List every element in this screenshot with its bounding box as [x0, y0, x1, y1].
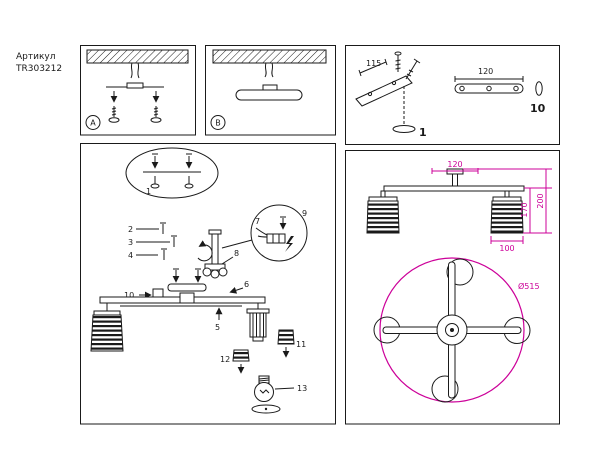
article-code: TR303212 — [15, 64, 62, 74]
panel-b: B — [205, 45, 336, 136]
rotate-arrow-icon — [197, 240, 213, 262]
step-label-1: 1 — [146, 187, 151, 196]
bar-end-view — [535, 81, 543, 96]
dim-width-120: 120 — [447, 160, 462, 169]
center-hub — [179, 292, 195, 304]
wires — [130, 62, 140, 79]
assembly-panel: 1 2 3 4 — [80, 143, 336, 425]
part-number-1: 1 — [419, 126, 427, 139]
step-label-2: 2 — [128, 225, 133, 234]
cross-bar — [454, 83, 524, 94]
step-letter-circle — [210, 115, 226, 130]
shade-top-view — [446, 258, 474, 286]
hub-inner — [445, 323, 459, 337]
step-label-13: 13 — [297, 384, 307, 393]
article-label: Артикул TR303212 — [15, 52, 62, 74]
step-label-11: 11 — [296, 340, 306, 349]
leader-8 — [221, 256, 234, 265]
cross-bar-part: 120 10 — [454, 67, 546, 115]
assembly-border — [80, 143, 336, 425]
shade-slide-11: 11 — [277, 329, 306, 358]
hardware-panel: 115 1 120 — [345, 45, 560, 145]
mount-plate-part: 115 1 — [355, 51, 427, 139]
step-label-8: 8 — [234, 249, 239, 258]
lamp-socket — [246, 303, 270, 342]
step-letter-circle — [85, 115, 101, 130]
step-label-6: 6 — [244, 280, 249, 289]
front-view — [366, 168, 525, 234]
step-label-9: 9 — [302, 209, 307, 218]
dim-115: 115 — [366, 59, 381, 68]
canopy — [235, 89, 303, 101]
dimension-marks — [431, 168, 552, 244]
lamp-shade-left — [366, 196, 400, 234]
step-label-5: 5 — [215, 323, 220, 332]
anchor-screw-icon — [108, 106, 120, 123]
shade-mount-12: 12 — [220, 349, 250, 374]
panel-b-letter: B — [215, 119, 221, 128]
shade-bottom-view — [251, 404, 281, 414]
ceiling-hatch — [86, 49, 189, 64]
leader-6 — [229, 287, 244, 294]
step-label-4: 4 — [128, 251, 133, 260]
dim-120: 120 — [478, 67, 493, 76]
stem — [452, 173, 458, 187]
article-caption: Артикул — [16, 52, 55, 62]
mini-shade-icon — [232, 349, 250, 362]
canopy-nub — [262, 84, 278, 91]
dimensions-panel: 120 170 200 100 Ø515 — [345, 150, 560, 425]
detail-balloon-1: 1 — [125, 147, 219, 199]
screw-icon — [394, 51, 402, 72]
panel-a-letter: A — [90, 119, 96, 128]
lamp-shade-right — [490, 196, 524, 234]
fixture-arm — [383, 185, 525, 192]
step-label-7: 7 — [255, 217, 260, 226]
dim-line-115 — [359, 61, 387, 74]
mount-plate — [355, 75, 413, 107]
step-label-3: 3 — [128, 238, 133, 247]
wires — [255, 227, 268, 238]
diameter-circle — [379, 257, 525, 403]
part-number-10: 10 — [530, 102, 546, 115]
mini-shade-icon — [277, 329, 295, 345]
anchor-screw-icon — [150, 106, 162, 123]
screw-icon — [405, 58, 421, 80]
step-label-12: 12 — [220, 355, 230, 364]
hub-center — [450, 328, 454, 332]
dim-height-170: 170 — [520, 202, 529, 217]
lamp-shade-left — [90, 303, 124, 352]
balloon-leader — [221, 239, 253, 249]
step-label-10: 10 — [124, 291, 134, 300]
stem-rod — [197, 229, 228, 279]
bracket-plate — [126, 82, 144, 89]
shade-top-view — [431, 375, 459, 403]
leader-13 — [274, 387, 295, 390]
lightning-icon — [285, 236, 294, 252]
bulb-icon — [254, 375, 274, 402]
wires — [264, 62, 274, 78]
canopy-screws — [167, 268, 207, 292]
hole-ellipse — [392, 125, 416, 133]
part-leader-3: 3 — [128, 235, 177, 247]
plan-view: Ø515 — [373, 257, 540, 403]
dim-width-100: 100 — [499, 244, 514, 253]
dim-diameter: Ø515 — [518, 281, 540, 291]
ceiling-hatch — [212, 49, 327, 64]
dim-height-200: 200 — [536, 193, 545, 208]
wiring-balloon-9: 7 9 — [250, 204, 308, 262]
panel-a: A — [80, 45, 196, 136]
part-leader-2: 2 — [128, 222, 166, 234]
part-leader-4: 4 — [128, 248, 167, 260]
